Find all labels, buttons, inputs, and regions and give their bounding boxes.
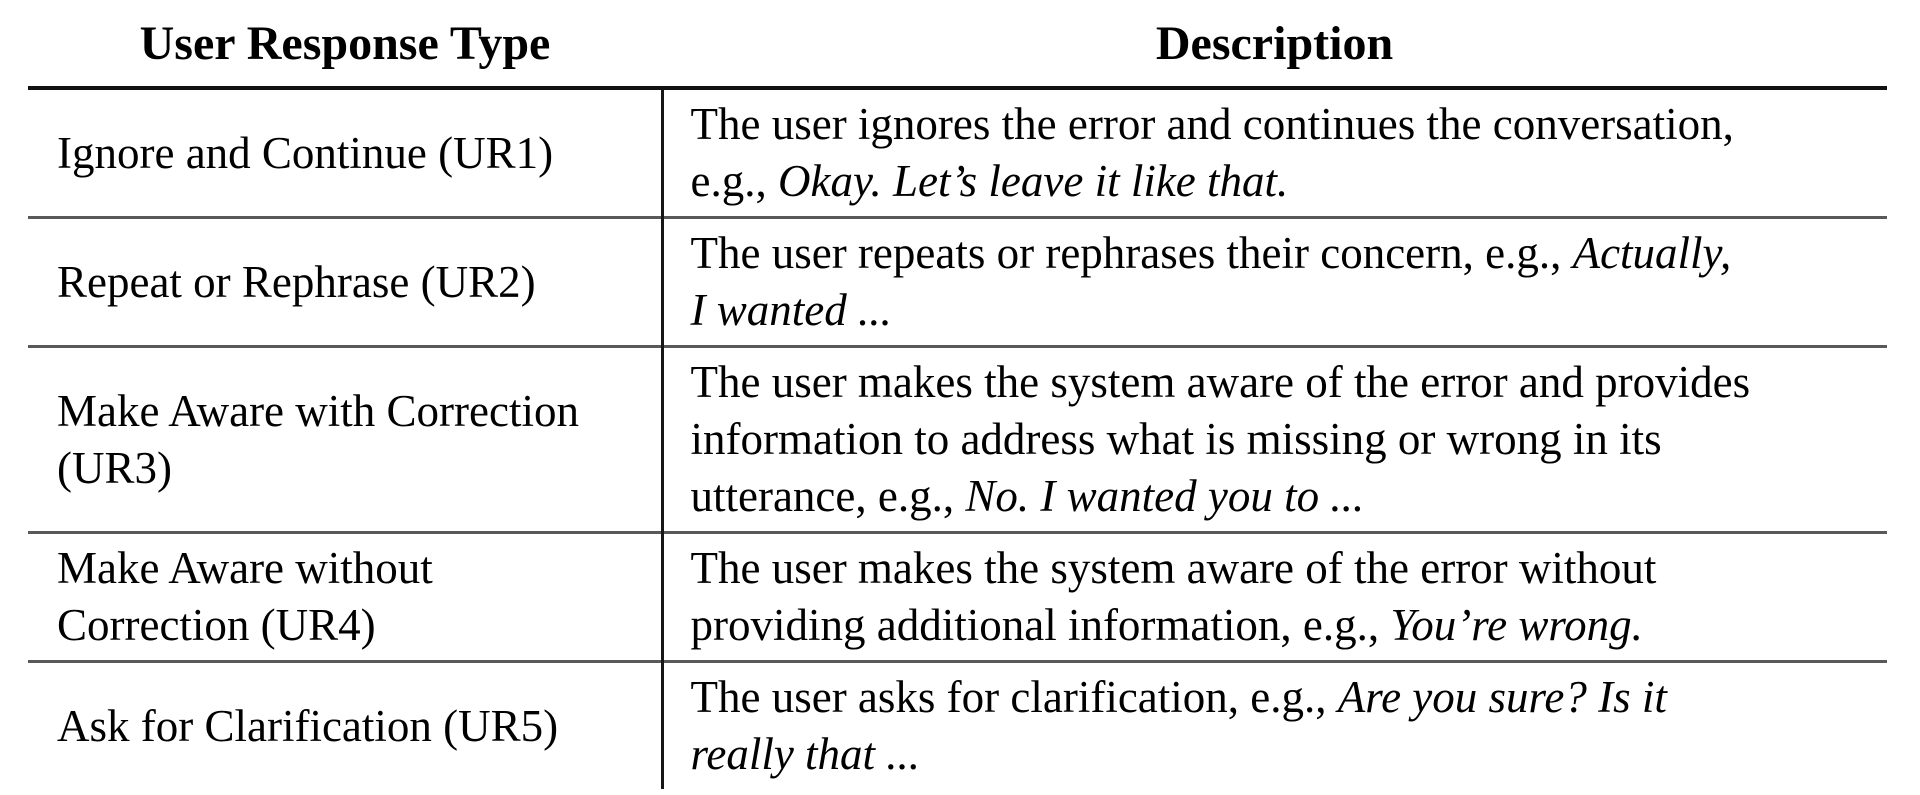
response-type-line: Ignore and Continue (UR1) [57, 127, 554, 178]
response-type-line: Ask for Clarification (UR5) [57, 700, 559, 751]
example-utterance-text: Actually, [1572, 228, 1732, 278]
description-line: The user asks for clarification, e.g., A… [691, 669, 1878, 726]
table-row: Make Aware with Correction (UR3) The user … [28, 345, 1887, 533]
description-cell: The user ignores the error and continues… [662, 86, 1887, 218]
description-text: providing additional information, e.g., [690, 600, 1391, 650]
response-type-cell: Ask for Clarification (UR5) [28, 660, 664, 789]
description-text: e.g., [690, 156, 778, 206]
response-type-line: Repeat or Rephrase (UR2) [57, 256, 536, 307]
description-text: The user makes the system aware of the e… [690, 543, 1657, 593]
description-cell: The user asks for clarification, e.g., A… [662, 660, 1887, 789]
table-body: Ignore and Continue (UR1) The user ignore… [28, 86, 1887, 789]
description-line: The user makes the system aware of the e… [691, 354, 1878, 411]
response-type-line: Make Aware without [57, 543, 433, 593]
example-utterance-text: No. I wanted you to ... [965, 471, 1365, 521]
description-text: The user repeats or rephrases their conc… [690, 228, 1573, 278]
response-type-line: Make Aware with Correction [57, 385, 579, 436]
description-text: The user ignores the error and continues… [690, 99, 1734, 149]
description-line: The user ignores the error and continues… [691, 96, 1878, 153]
description-text: The user makes the system aware of the e… [690, 357, 1751, 407]
description-line: information to address what is missing o… [691, 411, 1878, 468]
response-type-line: (UR3) [57, 442, 172, 493]
column-header-response-type: User Response Type [28, 0, 662, 90]
table-row: Repeat or Rephrase (UR2) The user repeats… [28, 216, 1887, 347]
description-line: providing additional information, e.g., … [691, 597, 1878, 654]
user-response-type-table: User Response Type Description Ignore an… [28, 0, 1887, 789]
response-type-cell: Repeat or Rephrase (UR2) [28, 216, 664, 347]
description-cell: The user repeats or rephrases their conc… [662, 216, 1887, 347]
description-line: I wanted ... [691, 282, 1878, 339]
description-text: information to address what is missing o… [690, 414, 1662, 464]
example-utterance-text: Are you sure? Is it [1337, 672, 1667, 722]
paper-table-figure: User Response Type Description Ignore an… [28, 0, 1887, 789]
example-utterance-text: I wanted ... [690, 285, 892, 335]
description-cell: The user makes the system aware of the e… [662, 345, 1887, 533]
description-text: The user asks for clarification, e.g., [690, 672, 1338, 722]
column-header-description: Description [662, 0, 1887, 90]
example-utterance-text: You’re wrong. [1390, 600, 1643, 650]
description-line: The user repeats or rephrases their conc… [691, 225, 1878, 282]
description-line: The user makes the system aware of the e… [691, 540, 1878, 597]
table-row: Ask for Clarification (UR5) The user asks… [28, 660, 1887, 789]
header-row: User Response Type Description [28, 0, 1887, 90]
description-text: utterance, e.g., [690, 471, 966, 521]
response-type-cell: Make Aware with Correction (UR3) [28, 345, 664, 533]
example-utterance-text: Okay. Let’s leave it like that. [777, 156, 1289, 206]
description-cell: The user makes the system aware of the e… [662, 531, 1887, 662]
response-type-line: Correction (UR4) [57, 600, 376, 650]
description-line: really that ... [691, 726, 1878, 783]
example-utterance-text: really that ... [690, 729, 921, 779]
description-line: utterance, e.g., No. I wanted you to ... [691, 468, 1878, 525]
response-type-cell: Ignore and Continue (UR1) [28, 86, 664, 218]
table-row: Ignore and Continue (UR1) The user ignore… [28, 86, 1887, 218]
description-line: e.g., Okay. Let’s leave it like that. [691, 153, 1878, 210]
